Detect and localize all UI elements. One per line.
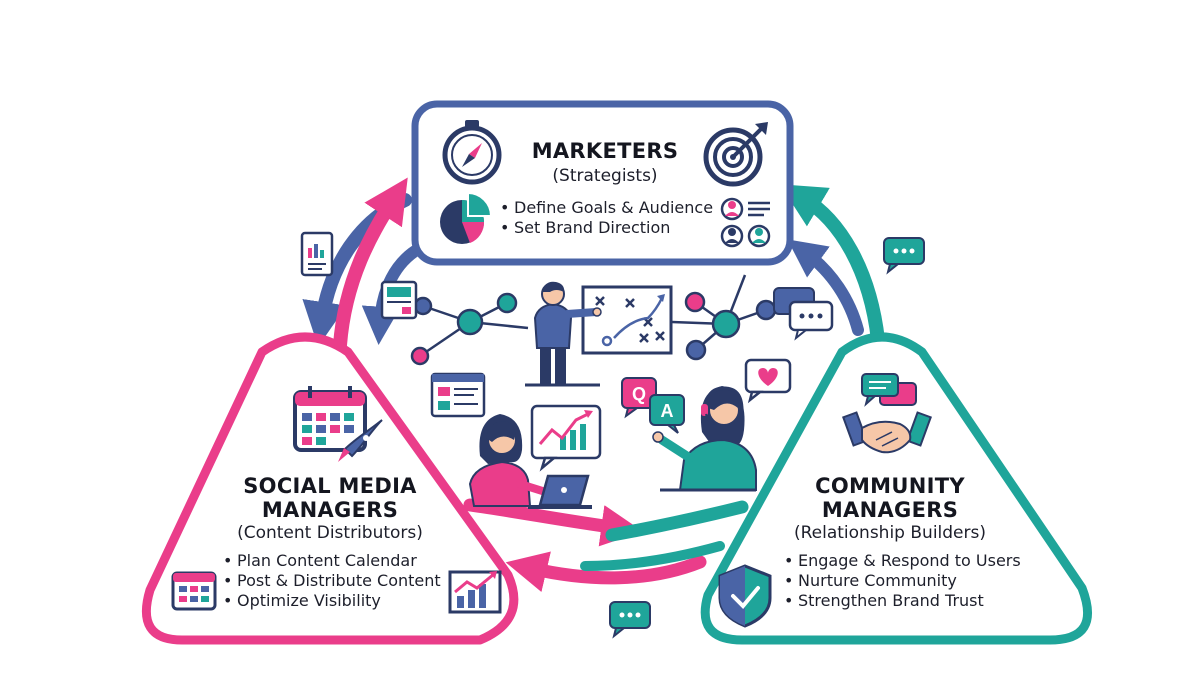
target-icon: [703, 122, 768, 187]
marketers-bullet: Define Goals & Audience: [500, 198, 730, 218]
social-bullet: Plan Content Calendar: [223, 551, 453, 571]
arrow-community-to-marketers: [779, 184, 885, 347]
community-bullets: Engage & Respond to Users Nurture Commun…: [784, 551, 1034, 611]
social-subtitle: (Content Distributors): [237, 523, 423, 543]
small-calendar-icon: [171, 571, 217, 611]
community-bullet: Strengthen Brand Trust: [784, 591, 1034, 611]
strategist-presenter: [525, 281, 602, 387]
handshake-icon: [842, 411, 932, 454]
marketers-bullet: Set Brand Direction: [500, 218, 730, 238]
social-bullets: Plan Content Calendar Post & Distribute …: [223, 551, 453, 611]
arrow-social-to-marketers: [333, 177, 408, 352]
community-bullet: Nurture Community: [784, 571, 1034, 591]
cycle-arrows: [302, 177, 885, 593]
chat-dots-bubble-bottom: [609, 601, 651, 639]
qa-a-letter: A: [661, 401, 674, 421]
marketers-bullets: Define Goals & Audience Set Brand Direct…: [500, 198, 730, 238]
compass-icon: [442, 120, 502, 185]
pie-chart-icon: [440, 191, 493, 244]
laptop-icon: [528, 474, 592, 509]
report-document-icon: [300, 231, 334, 277]
social-title-line1: SOCIAL MEDIA: [243, 474, 417, 498]
browser-window-icon: [430, 372, 486, 418]
social-bullet: Optimize Visibility: [223, 591, 453, 611]
community-title-line2: MANAGERS: [821, 498, 959, 522]
marketers-subtitle: (Strategists): [552, 166, 658, 186]
community-title-line1: COMMUNITY: [815, 474, 965, 498]
content-calendar-icon: [293, 386, 367, 452]
community-manager-person: [652, 386, 757, 492]
community-subtitle: (Relationship Builders): [793, 523, 986, 543]
marketers-title: MARKETERS: [531, 139, 679, 163]
shield-check-icon: [718, 564, 772, 628]
qa-bubbles-icon: Q A: [621, 377, 685, 434]
content-card-icon: [380, 280, 418, 320]
social-title-line2: MANAGERS: [261, 498, 399, 522]
strategy-whiteboard: [581, 285, 673, 355]
rocket-icon: [338, 419, 383, 462]
arrow-community-to-social-teal: [605, 500, 749, 542]
chat-bubbles-icon: [861, 373, 917, 407]
network-left-icon: [410, 292, 529, 366]
arrow-community-to-social: [505, 551, 707, 593]
arrow-social-to-community: [463, 498, 643, 547]
chat-dots-bubble-right: [773, 287, 834, 341]
heart-bubble-icon: [744, 358, 792, 404]
growth-chart-icon: [448, 570, 502, 614]
community-bullet: Engage & Respond to Users: [784, 551, 1034, 571]
network-right-icon: [671, 274, 777, 361]
chat-dots-bubble-top-right: [883, 237, 925, 275]
arrow-community-inner-blue: [787, 239, 864, 336]
social-bullet: Post & Distribute Content: [223, 571, 453, 591]
social-media-manager-person: [468, 414, 556, 507]
trend-chart-bubble: [530, 404, 602, 472]
qa-q-letter: Q: [632, 384, 646, 404]
arrow-social-lower-teal: [580, 541, 725, 571]
